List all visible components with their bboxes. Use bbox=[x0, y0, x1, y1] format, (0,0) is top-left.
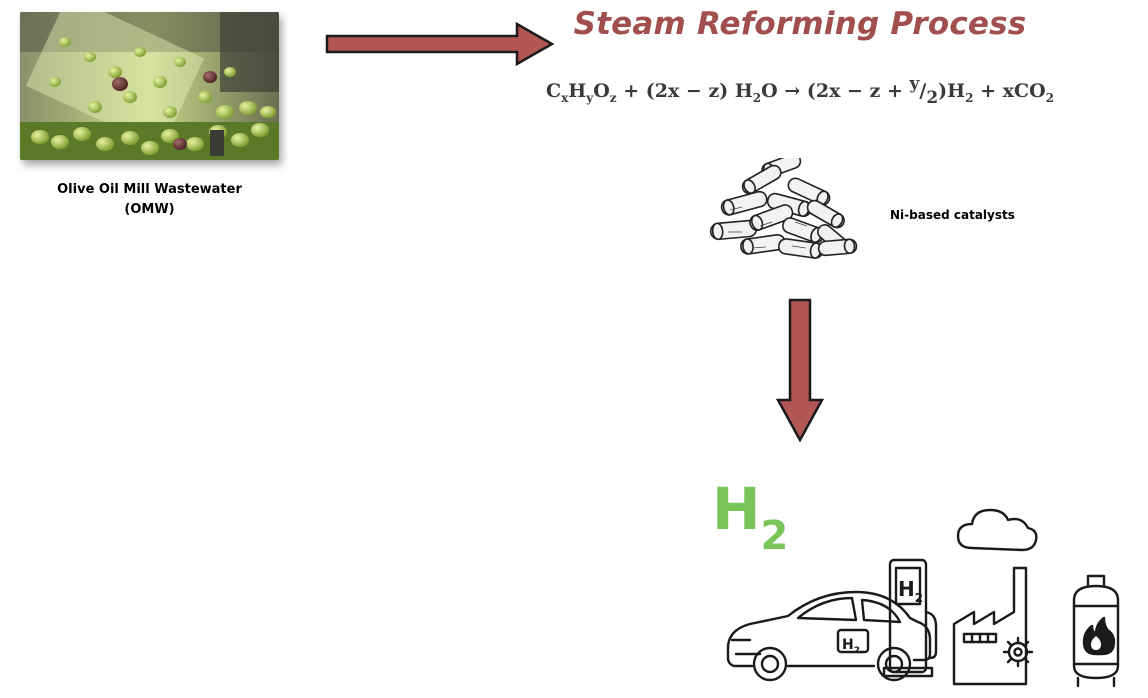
right-arrow-icon bbox=[325, 21, 555, 67]
car-icon bbox=[726, 590, 932, 682]
olive-photo bbox=[20, 12, 279, 160]
h2-product-label: H2 bbox=[712, 475, 789, 559]
car-h2-label: H2 bbox=[842, 637, 860, 656]
down-arrow-icon bbox=[775, 298, 825, 443]
omw-label-line1: Olive Oil Mill Wastewater bbox=[57, 182, 242, 197]
h2-applications-illustration: H2 H2 bbox=[726, 508, 1120, 688]
catalyst-pellets-icon bbox=[709, 158, 858, 259]
process-title: Steam Reforming Process bbox=[573, 6, 1027, 42]
factory-icon bbox=[952, 566, 1028, 686]
reaction-equation: CxHyOz + (2x − z) H2O → (2x − z + y/2)H2… bbox=[546, 74, 1054, 108]
flame-icon bbox=[1082, 616, 1116, 656]
gear-icon bbox=[1002, 636, 1034, 668]
omw-label: Olive Oil Mill Wastewater (OMW) bbox=[20, 180, 279, 220]
catalyst-label: Ni-based catalysts bbox=[890, 208, 1015, 222]
gas-tank-icon bbox=[1072, 574, 1120, 688]
omw-label-line2: (OMW) bbox=[124, 202, 175, 217]
cloud-icon bbox=[956, 508, 1038, 552]
station-h2-label: H2 bbox=[898, 577, 923, 605]
